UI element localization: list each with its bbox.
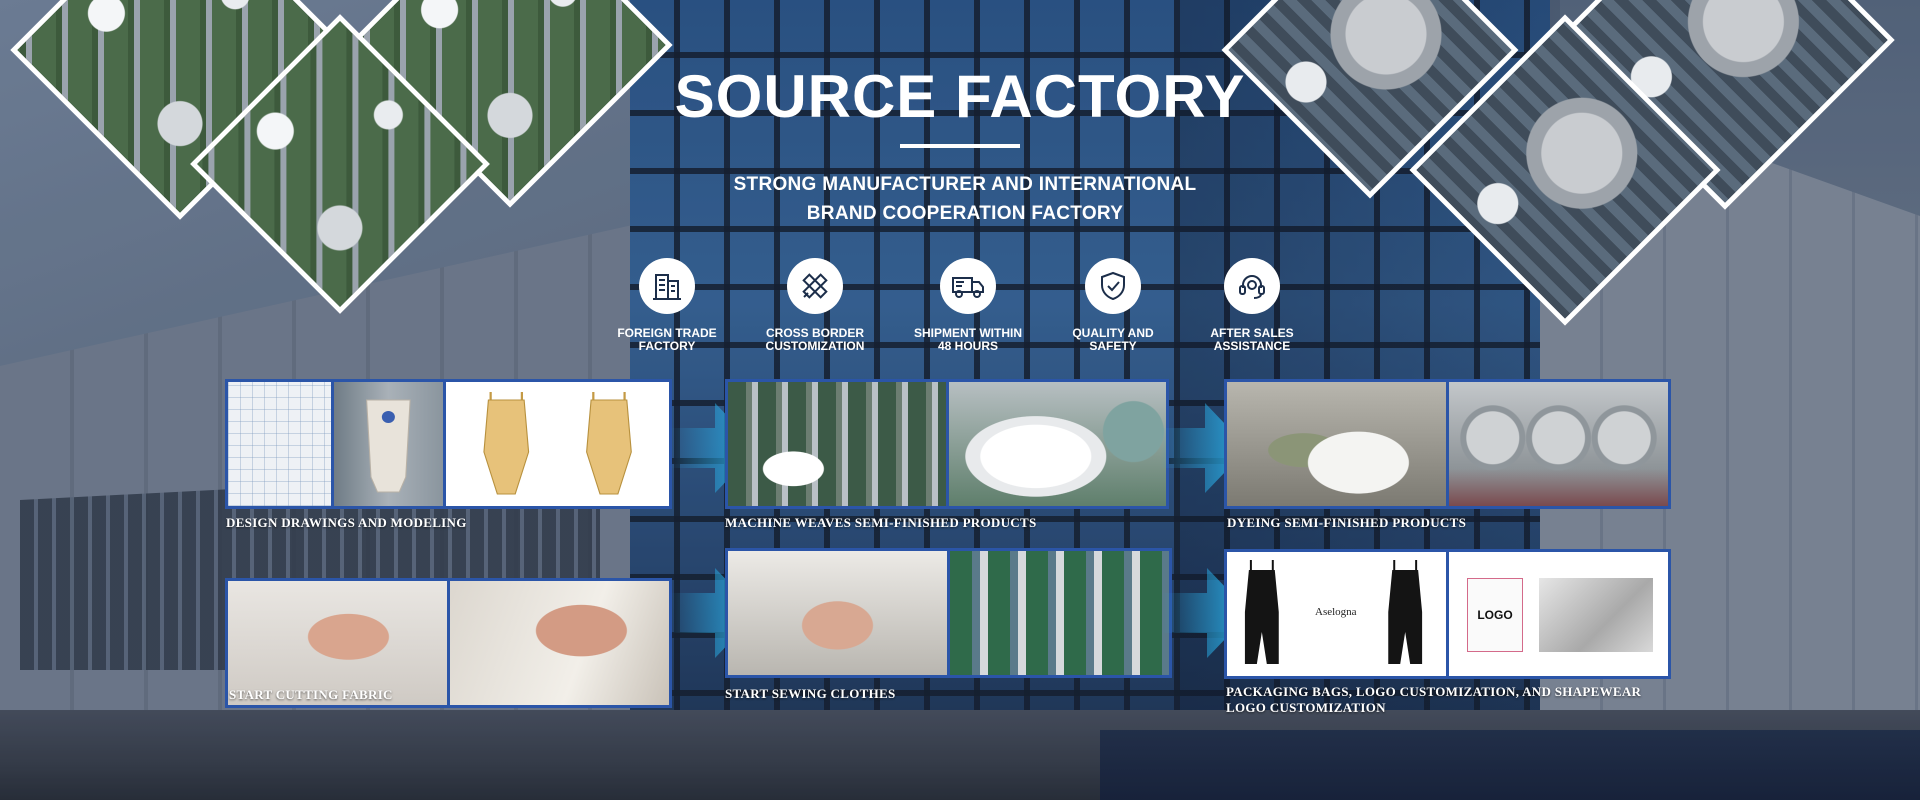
truck-icon <box>940 258 996 314</box>
feature-label: FACTORY <box>638 339 696 353</box>
feature-label: SHIPMENT WITHIN <box>914 326 1022 340</box>
silver-pouch <box>1539 578 1653 652</box>
process-caption: DYEING SEMI-FINISHED PRODUCTS <box>1227 515 1467 530</box>
feature-after-sales: AFTER SALES ASSISTANCE <box>1182 258 1322 353</box>
feature-quality: QUALITY AND SAFETY <box>1043 258 1183 353</box>
feature-label: AFTER SALES <box>1210 326 1294 340</box>
dyeing-machines-image <box>1449 382 1668 506</box>
subtitle-line: STRONG MANUFACTURER AND INTERNATIONAL <box>733 174 1197 195</box>
feature-cross-border: CROSS BORDER CUSTOMIZATION <box>745 258 885 353</box>
brand-mark-label: Aselogna <box>1315 606 1357 618</box>
feature-label: ASSISTANCE <box>1213 339 1291 353</box>
page-subtitle: STRONG MANUFACTURER AND INTERNATIONAL BR… <box>0 170 1920 228</box>
woven-products-image <box>948 382 1166 506</box>
process-panel-cutting <box>225 578 672 708</box>
process-caption: MACHINE WEAVES SEMI-FINISHED PRODUCTS <box>725 515 1037 530</box>
cutting-fabric-image <box>228 581 447 705</box>
feature-label: FOREIGN TRADE <box>617 326 717 340</box>
process-panel-packaging: Aselogna LOGO <box>1224 549 1671 679</box>
shield-check-icon <box>1085 258 1141 314</box>
feature-label: CUSTOMIZATION <box>765 339 865 353</box>
process-caption: DESIGN DRAWINGS AND MODELING <box>226 515 467 530</box>
feature-label: QUALITY AND <box>1072 326 1154 340</box>
feature-label: SAFETY <box>1089 339 1137 353</box>
dyeing-warehouse-image <box>1227 382 1446 506</box>
bodysuit-render-image <box>445 382 669 506</box>
cutting-scissors-image <box>450 581 669 705</box>
design-sketch-image <box>228 382 332 506</box>
ruler-pencil-icon <box>787 258 843 314</box>
process-panel-sewing <box>725 548 1172 678</box>
feature-foreign-trade: FOREIGN TRADE FACTORY <box>597 258 737 353</box>
process-panel-weaving <box>725 379 1169 509</box>
sewing-closeup-image <box>728 551 947 675</box>
logo-label: LOGO <box>1477 608 1513 622</box>
sewing-workshop-image <box>950 551 1169 675</box>
building-icon <box>639 258 695 314</box>
shapewear-product-image: Aselogna <box>1227 552 1446 676</box>
packaging-bags-image: LOGO <box>1449 552 1668 676</box>
mannequin-model-image <box>334 382 443 506</box>
title-divider <box>900 144 1020 148</box>
page-title: SOURCE FACTORY <box>674 63 1246 130</box>
headset-icon <box>1224 258 1280 314</box>
feature-shipment: SHIPMENT WITHIN 48 HOURS <box>898 258 1038 353</box>
process-panel-dyeing <box>1224 379 1671 509</box>
feature-label: 48 HOURS <box>937 339 999 353</box>
weaving-machine-image <box>728 382 946 506</box>
process-caption: START SEWING CLOTHES <box>725 686 896 701</box>
feature-label: CROSS BORDER <box>765 326 864 340</box>
process-caption: START CUTTING FABRIC <box>229 687 393 702</box>
subtitle-line: BRAND COOPERATION FACTORY <box>806 203 1124 224</box>
process-caption: PACKAGING BAGS, LOGO CUSTOMIZATION, AND … <box>1226 684 1642 715</box>
logo-bag: LOGO <box>1467 578 1523 652</box>
process-panel-design <box>225 379 672 509</box>
